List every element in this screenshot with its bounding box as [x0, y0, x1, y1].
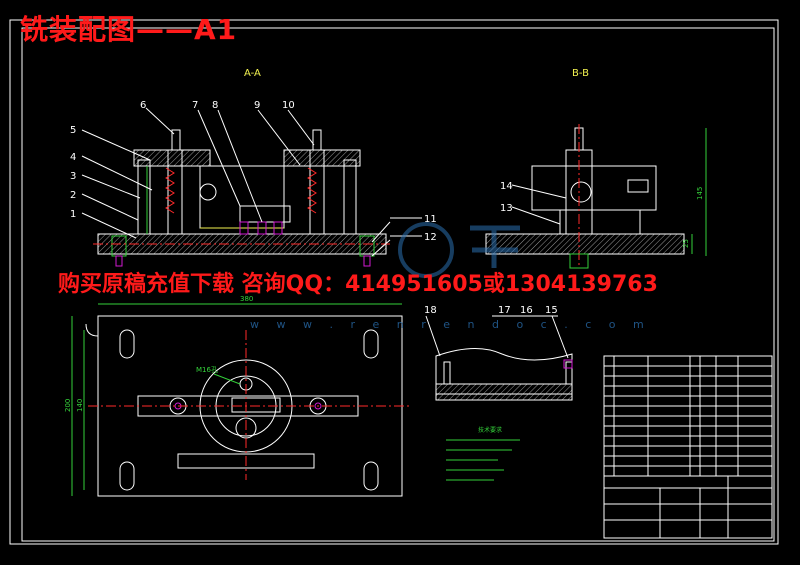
- part-label-15: 15: [545, 305, 558, 316]
- dim-height-outer: 200: [64, 399, 72, 412]
- technical-notes: 技术要求: [446, 426, 520, 481]
- part-label-17: 17: [498, 305, 511, 316]
- part-label-16: 16: [520, 305, 533, 316]
- part-label-4: 4: [70, 152, 76, 163]
- part-label-8: 8: [212, 100, 218, 111]
- dim-height-right: 145: [696, 187, 704, 200]
- watermark-logo: [398, 222, 520, 278]
- part-leaders: [81, 107, 391, 257]
- notes-heading: 技术要求: [478, 426, 502, 434]
- part-label-9: 9: [254, 100, 260, 111]
- part-label-2: 2: [70, 190, 76, 201]
- part-numbers-aa: 1 2 3 4 5 6 7 8 9 10 11 12: [70, 100, 437, 243]
- dim-width: 380: [240, 295, 253, 303]
- view-bb: B-B 13 14 145 25: [485, 68, 707, 269]
- section-label-bb: B-B: [572, 68, 589, 79]
- part-label-11: 11: [424, 214, 437, 225]
- dim-base: 25: [682, 239, 690, 248]
- workpiece: [199, 165, 285, 229]
- part-label-1: 1: [70, 209, 76, 220]
- watermark-url: w w w . r e n r e n d o c . c o m: [250, 318, 651, 331]
- part-label-7: 7: [192, 100, 198, 111]
- part-label-14: 14: [500, 181, 513, 192]
- outer-frame: [9, 19, 779, 545]
- inner-frame: [21, 27, 775, 542]
- dim-height-inner: 140: [76, 399, 84, 412]
- part-label-18: 18: [424, 305, 437, 316]
- part-label-12: 12: [424, 232, 437, 243]
- part-label-10: 10: [282, 100, 295, 111]
- dim-bore: M16孔: [196, 366, 218, 374]
- title-block: [603, 475, 773, 539]
- part-label-5: 5: [70, 125, 76, 136]
- view-detail: 15 16 17 18: [424, 305, 573, 401]
- bom-table: [603, 355, 773, 477]
- drawing-title: 铣装配图——A1: [20, 13, 238, 46]
- part-label-13: 13: [500, 203, 513, 214]
- part-label-6: 6: [140, 100, 146, 111]
- view-plan: 380 200 140 M16孔: [64, 295, 412, 497]
- part-label-3: 3: [70, 171, 76, 182]
- section-label-aa: A-A: [244, 68, 261, 79]
- promo-banner: 购买原稿充值下载 咨询QQ：414951605或1304139763: [58, 272, 658, 297]
- view-aa: A-A: [70, 68, 437, 267]
